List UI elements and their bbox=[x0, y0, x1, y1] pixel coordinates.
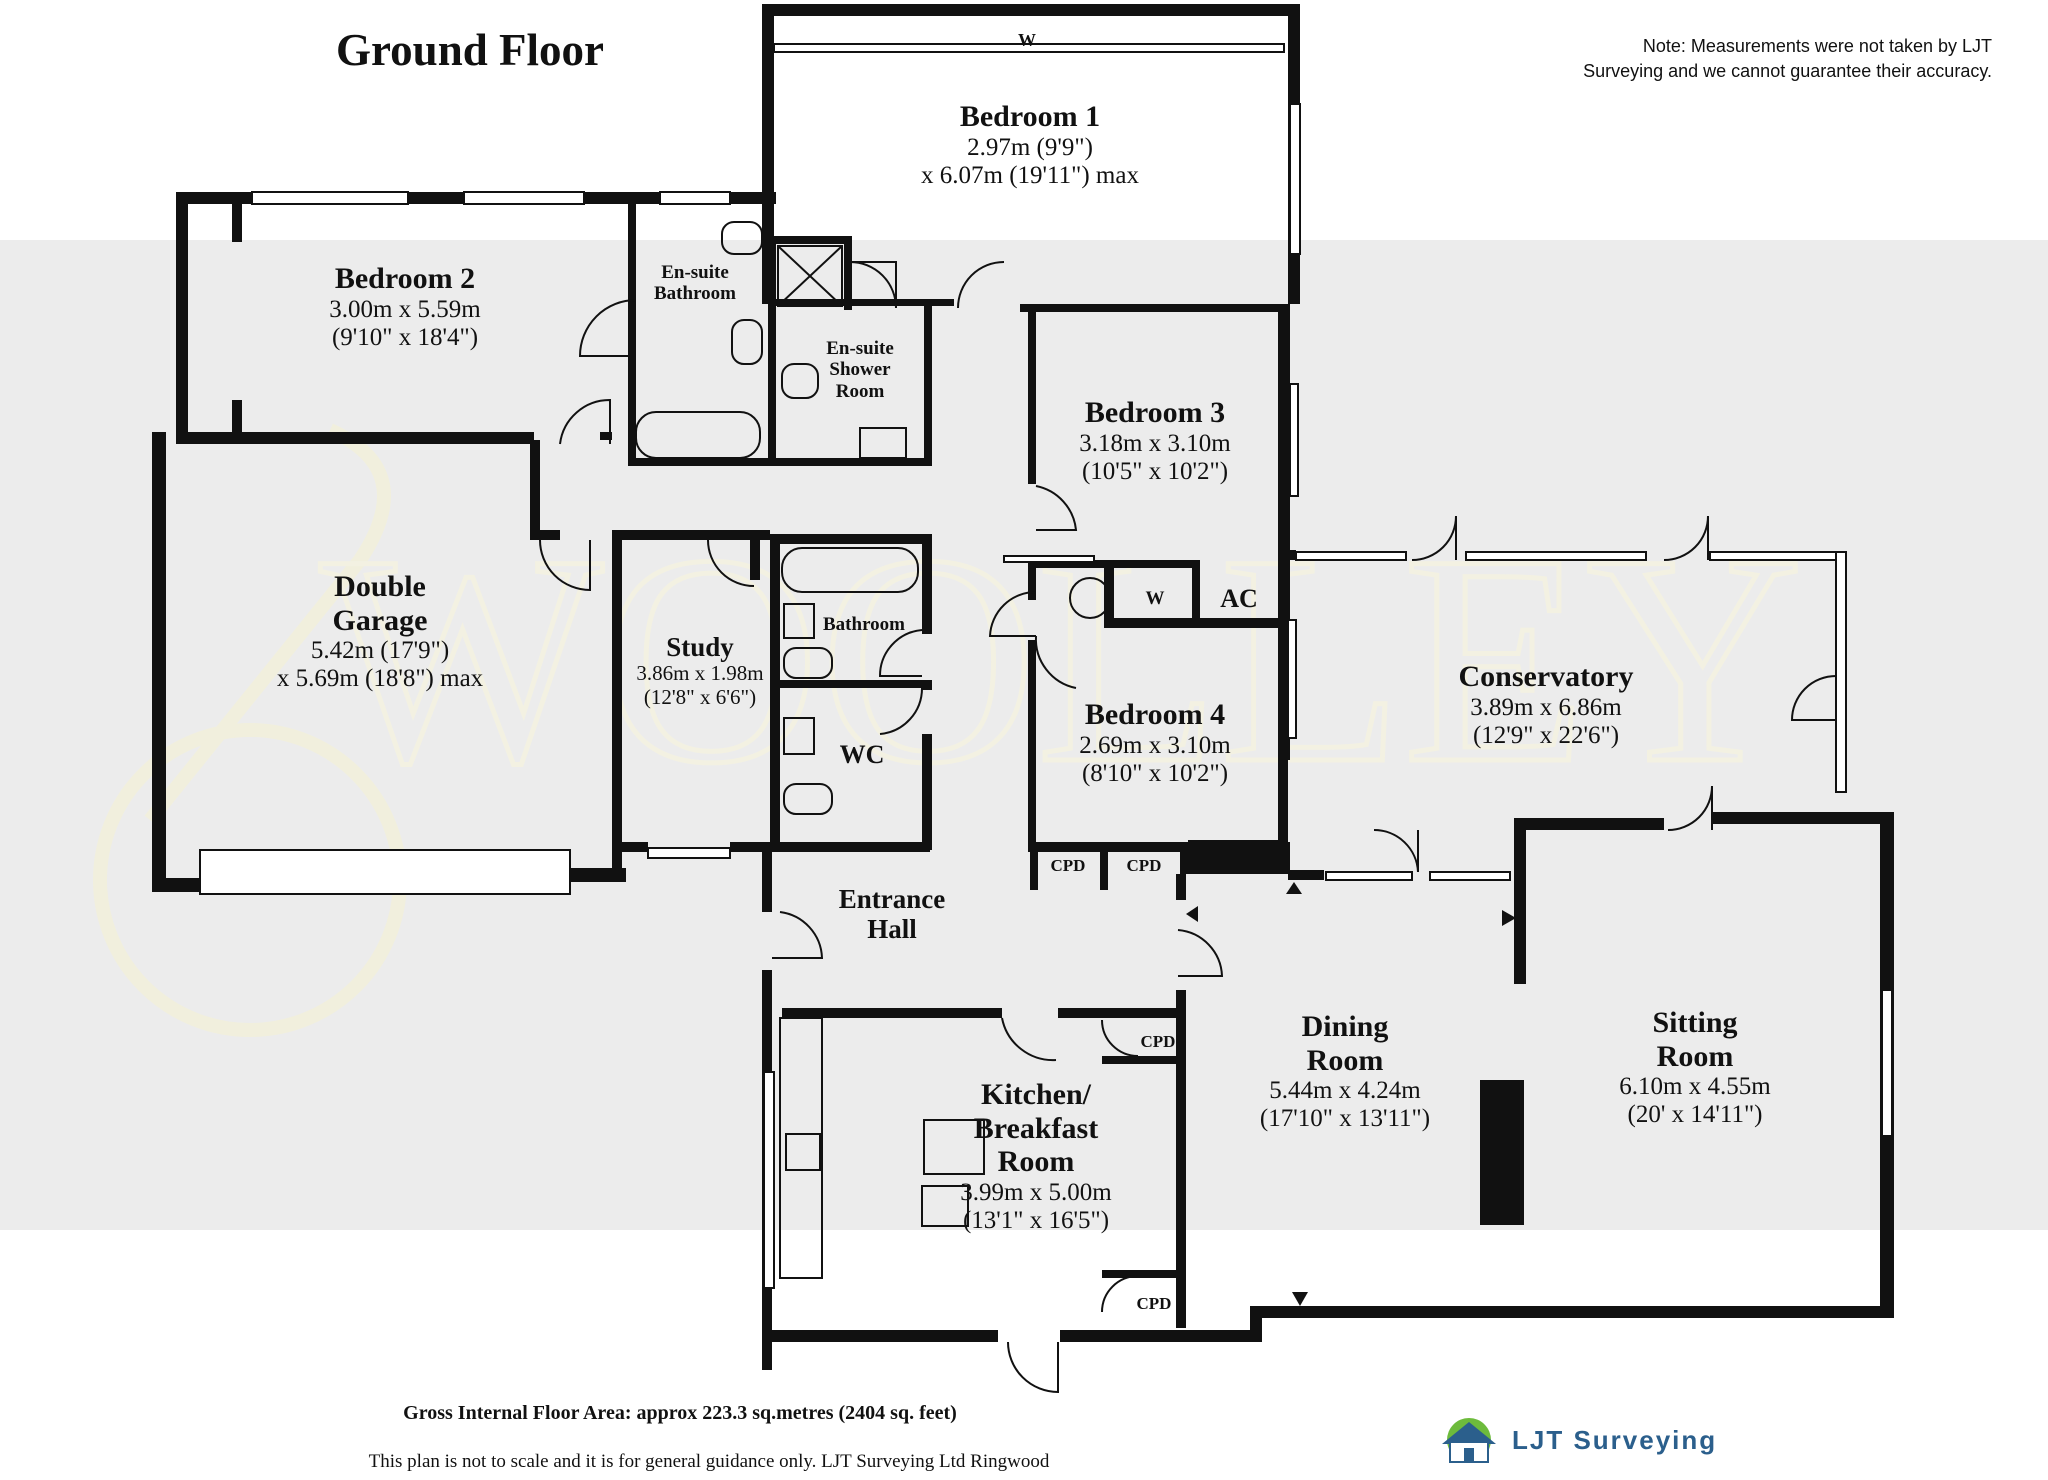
room-name: Bedroom 2 bbox=[334, 262, 476, 295]
basin-icon bbox=[859, 427, 907, 459]
room-name: Bedroom 4 bbox=[1084, 698, 1226, 731]
room-dining-room: Dining Room 5.44m x 4.24m (17'10" x 13'1… bbox=[1230, 1010, 1460, 1133]
toilet-icon bbox=[783, 783, 833, 815]
logo-text: LJT Surveying bbox=[1512, 1424, 1718, 1455]
room-dimensions: (9'10" x 18'4") bbox=[331, 323, 479, 351]
disclaimer: This plan is not to scale and it is for … bbox=[368, 1451, 1050, 1472]
room-dimensions: x 6.07m (19'11") max bbox=[921, 161, 1139, 189]
room-name: Room bbox=[1306, 1043, 1384, 1077]
house-icon bbox=[1442, 1418, 1496, 1463]
toilet-icon bbox=[783, 647, 833, 679]
room-dimensions: (20' x 14'11") bbox=[1627, 1101, 1763, 1129]
bath-icon bbox=[781, 547, 919, 593]
cupboard-label: CPD bbox=[1136, 1294, 1172, 1313]
room-name: Study bbox=[666, 632, 734, 662]
company-logo: LJT Surveying bbox=[1436, 1414, 1717, 1466]
room-dimensions: 6.10m x 4.55m bbox=[1619, 1073, 1771, 1101]
cupboard-label: CPD bbox=[1050, 856, 1086, 875]
room-dimensions: (8'10" x 10'2") bbox=[1081, 759, 1229, 787]
svg-text:WOOLLEY: WOOLLEY bbox=[320, 493, 1803, 825]
room-dimensions: 2.97m (9'9") bbox=[967, 133, 1093, 161]
watermark: WOOLLEY bbox=[93, 423, 1805, 1037]
measurement-note: Note: Measurements were not taken by LJT… bbox=[1583, 36, 1992, 82]
basin-icon bbox=[783, 603, 815, 639]
room-dimensions: 3.18m x 3.10m bbox=[1079, 429, 1231, 457]
room-kitchen-breakfast: Kitchen/ Breakfast Room 3.99m x 5.00m (1… bbox=[936, 1078, 1136, 1235]
sink-icon bbox=[785, 1133, 821, 1171]
room-bedroom-3: Bedroom 3 3.18m x 3.10m (10'5" x 10'2") bbox=[1040, 396, 1270, 486]
room-dimensions: (10'5" x 10'2") bbox=[1081, 457, 1229, 485]
room-dimensions: 3.99m x 5.00m bbox=[960, 1178, 1112, 1206]
room-name: Breakfast bbox=[973, 1111, 1099, 1145]
room-bathroom: Bathroom bbox=[823, 614, 905, 635]
background-band bbox=[0, 240, 2048, 1230]
room-bedroom-4: Bedroom 4 2.69m x 3.10m (8'10" x 10'2") bbox=[1040, 698, 1270, 788]
room-name: En-suite bbox=[661, 262, 729, 283]
room-wc: WC bbox=[839, 740, 885, 769]
hob-icon bbox=[921, 1185, 969, 1227]
room-name: Shower bbox=[829, 359, 891, 381]
room-dimensions: (12'9" x 22'6") bbox=[1472, 721, 1620, 749]
level-arrows bbox=[1186, 882, 1516, 1306]
shower-tray-icon bbox=[777, 245, 843, 307]
room-dimensions: 2.69m x 3.10m bbox=[1079, 731, 1231, 759]
room-sitting-room: Sitting Room 6.10m x 4.55m (20' x 14'11"… bbox=[1580, 1006, 1810, 1129]
room-name: Room bbox=[1656, 1039, 1734, 1073]
cupboard-label: CPD bbox=[1126, 856, 1162, 875]
room-dimensions: (17'10" x 13'11") bbox=[1259, 1105, 1431, 1133]
worktop-icon bbox=[779, 1017, 823, 1279]
room-dimensions: x 5.69m (18'8") max bbox=[276, 665, 484, 693]
room-name: Room bbox=[997, 1145, 1075, 1179]
doors bbox=[539, 261, 1837, 1394]
room-dimensions: 3.86m x 1.98m bbox=[636, 661, 764, 686]
room-name: Hall bbox=[867, 914, 917, 945]
windows bbox=[199, 43, 1893, 1289]
toilet-icon bbox=[721, 221, 763, 255]
room-bedroom-1: Bedroom 1 2.97m (9'9") x 6.07m (19'11") … bbox=[880, 100, 1180, 190]
wardrobe-label: W bbox=[1018, 30, 1036, 50]
room-name: Bedroom 1 bbox=[959, 100, 1101, 133]
room-name: Bathroom bbox=[654, 283, 736, 305]
room-name: Conservatory bbox=[1458, 660, 1634, 693]
room-dimensions: (12'8" x 6'6") bbox=[643, 684, 757, 709]
toilet-icon bbox=[781, 363, 819, 399]
room-name: Room bbox=[835, 380, 885, 402]
basin-icon bbox=[731, 319, 763, 365]
room-ensuite-shower: En-suite Shower Room bbox=[810, 338, 910, 402]
room-entrance-hall: Entrance Hall bbox=[812, 884, 972, 944]
room-dimensions: 3.00m x 5.59m bbox=[329, 295, 481, 323]
room-name: Dining bbox=[1301, 1010, 1389, 1043]
room-name: Sitting bbox=[1652, 1006, 1738, 1039]
room-name: Entrance bbox=[838, 884, 946, 914]
room-dimensions: (13'1" x 16'5") bbox=[962, 1206, 1110, 1234]
island-icon bbox=[923, 1119, 985, 1175]
room-name: Garage bbox=[332, 603, 428, 637]
room-name: En-suite bbox=[826, 338, 894, 359]
room-name: Double bbox=[334, 570, 426, 603]
room-name: Bedroom 3 bbox=[1084, 396, 1226, 429]
basin-icon bbox=[783, 717, 815, 755]
room-bedroom-2: Bedroom 2 3.00m x 5.59m (9'10" x 18'4") bbox=[290, 262, 520, 352]
gross-internal-area: Gross Internal Floor Area: approx 223.3 … bbox=[403, 1402, 957, 1424]
cupboard-label: CPD bbox=[1140, 1032, 1176, 1051]
airing-cupboard-label: AC bbox=[1220, 584, 1258, 613]
room-conservatory: Conservatory 3.89m x 6.86m (12'9" x 22'6… bbox=[1396, 660, 1696, 750]
floor-title: Ground Floor bbox=[336, 25, 604, 75]
room-ensuite-bathroom: En-suite Bathroom bbox=[640, 262, 750, 305]
boiler-icon bbox=[1069, 577, 1111, 619]
room-study: Study 3.86m x 1.98m (12'8" x 6'6") bbox=[618, 632, 782, 709]
room-dimensions: 5.44m x 4.24m bbox=[1269, 1077, 1421, 1105]
room-dimensions: 3.89m x 6.86m bbox=[1470, 693, 1622, 721]
fixtures bbox=[635, 221, 1111, 1279]
bath-icon bbox=[635, 411, 761, 459]
wardrobe-label: W bbox=[1145, 588, 1165, 609]
room-name: Kitchen/ bbox=[981, 1078, 1091, 1111]
room-double-garage: Double Garage 5.42m (17'9") x 5.69m (18'… bbox=[230, 570, 530, 693]
room-dimensions: 5.42m (17'9") bbox=[310, 637, 450, 665]
